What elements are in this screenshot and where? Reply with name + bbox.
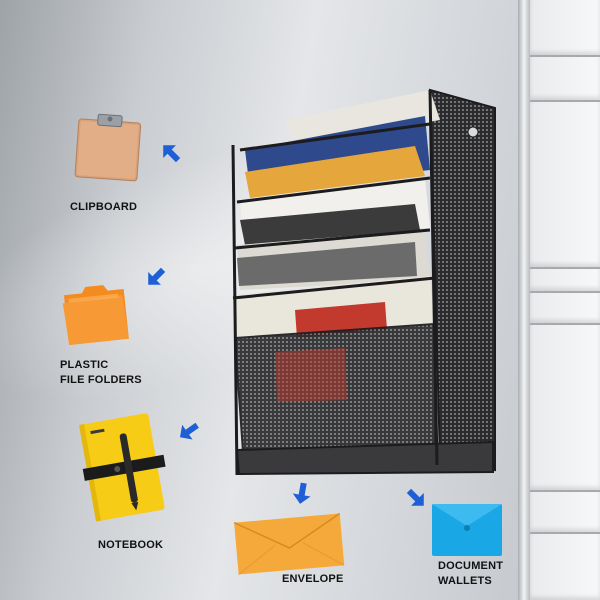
envelope-label: ENVELOPE <box>282 573 344 585</box>
fridge-panel <box>530 0 600 57</box>
fridge-panel <box>530 102 600 269</box>
clipboard-icon <box>74 113 142 182</box>
fridge-panel <box>530 534 600 600</box>
fridge-panel <box>530 269 600 293</box>
magazines <box>235 90 440 338</box>
folder-icon <box>62 285 129 345</box>
document-wallets-label: DOCUMENT WALLETS <box>438 560 504 587</box>
arrow-icon <box>287 478 317 508</box>
envelope-icon <box>233 512 345 575</box>
fridge-panel <box>530 293 600 325</box>
fridge-edge <box>518 0 530 600</box>
document-wallet-icon <box>432 504 502 556</box>
arrow-icon <box>153 135 190 172</box>
fridge-panel <box>530 492 600 534</box>
arrow-icon <box>171 413 207 449</box>
plastic-file-folders-label: PLASTIC FILE FOLDERS <box>60 359 142 386</box>
fridge-panel <box>530 57 600 102</box>
clipboard-label: CLIPBOARD <box>70 201 138 213</box>
notebook-icon <box>79 413 166 522</box>
fridge-panel <box>530 325 600 492</box>
notebook-label: NOTEBOOK <box>98 539 164 551</box>
arrow-icon <box>138 259 175 296</box>
mesh-wall-file-organizer <box>225 80 505 480</box>
arrow-icon <box>398 480 435 517</box>
